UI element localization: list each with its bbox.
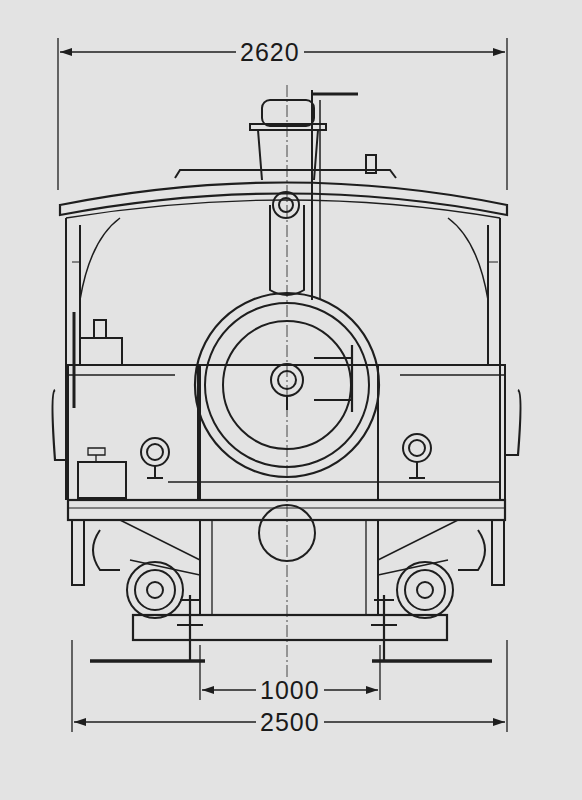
dimension-label: 2620 [236,39,304,65]
dimension-label: 1000 [256,677,324,703]
dimension-label: 2500 [256,709,324,735]
